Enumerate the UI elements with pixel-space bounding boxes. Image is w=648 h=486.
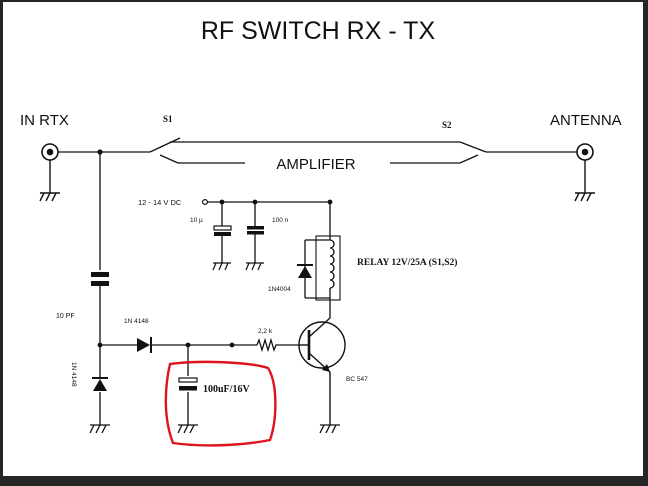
supply-wires — [207, 201, 331, 263]
supply-junction-2 — [252, 199, 258, 205]
transistor-emitter-arrow — [322, 364, 330, 372]
diode-1n4148-top-label: 1N 4148 — [124, 318, 149, 325]
relay-label: RELAY 12V/25A (S1,S2) — [357, 257, 457, 268]
relay-coil — [304, 239, 335, 318]
diode-1n4004-label: 1N4004 — [268, 286, 291, 293]
capacitor-100n-label: 100 n — [272, 217, 289, 224]
detector-junction-3 — [229, 342, 235, 348]
amplifier-label: AMPLIFIER — [276, 156, 355, 173]
transistor-bc547 — [298, 317, 346, 425]
paper-background — [3, 2, 643, 476]
in-rtx-label: IN RTX — [20, 112, 69, 129]
detector-junction-1 — [97, 342, 103, 348]
supply-junction-1 — [219, 199, 225, 205]
capacitor-10u-label: 10 µ — [190, 217, 203, 224]
detector-wires — [99, 286, 300, 425]
diode-1n4148-series — [137, 337, 152, 353]
capacitor-100n — [247, 226, 264, 235]
capacitor-10u — [213, 225, 232, 236]
highlight-outline — [164, 360, 277, 447]
supply-label: 12 - 14 V DC — [138, 198, 182, 207]
diode-1n4004 — [297, 264, 313, 278]
antenna-label: ANTENNA — [550, 112, 622, 129]
diode-1n4148-shunt — [92, 377, 108, 391]
antenna-ground-symbol — [574, 160, 595, 202]
capacitor-10pf — [91, 272, 109, 286]
diode-1n4148-side-label: 1N 4148 — [70, 362, 77, 387]
cap-ground-symbols — [212, 262, 264, 271]
capacitor-100uf-label: 100uF/16V — [203, 384, 250, 395]
in-rtx-ground-symbol — [39, 160, 60, 202]
resistor-label: 2,2 k — [258, 328, 273, 335]
resistor-2k2 — [256, 337, 278, 353]
relay-box — [315, 235, 341, 301]
rf-junction — [97, 149, 103, 155]
bottom-ground-symbols — [89, 424, 340, 434]
diagram-title: RF SWITCH RX - TX — [201, 17, 436, 45]
capacitor-10pf-label: 10 PF — [56, 313, 75, 320]
s2-label: S2 — [442, 120, 452, 130]
amplifier-path — [159, 154, 479, 164]
rf-wires — [58, 137, 577, 270]
s1-label: S1 — [163, 114, 173, 124]
capacitor-100uf — [178, 377, 198, 391]
detector-junction-2 — [185, 342, 191, 348]
supply-junction-3 — [327, 199, 333, 205]
transistor-label: BC 547 — [346, 376, 368, 383]
